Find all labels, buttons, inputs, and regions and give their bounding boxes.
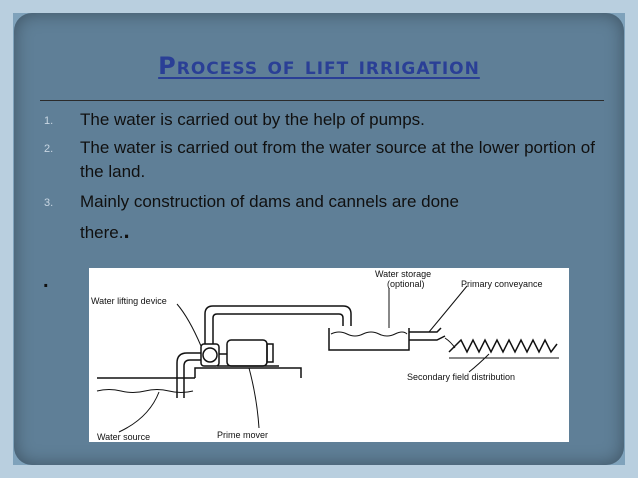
list-text: The water is carried out from the water …	[80, 138, 595, 181]
list-text: The water is carried out by the help of …	[80, 110, 425, 129]
slide-title: Process of lift irrigation	[158, 52, 480, 80]
period-mark: .	[123, 218, 130, 243]
list-number: 2.	[44, 143, 54, 155]
label-optional: (optional)	[387, 279, 425, 289]
list-text-line: Mainly construction of dams and cannels …	[80, 192, 459, 211]
empty-bullet: .	[43, 270, 49, 292]
list-item: 1. The water is carried out by the help …	[44, 108, 604, 132]
label-water-lifting-device: Water lifting device	[91, 296, 167, 306]
list-text: Mainly construction of dams and cannels …	[80, 190, 604, 243]
label-secondary-field-distribution: Secondary field distribution	[407, 372, 516, 382]
lift-irrigation-diagram: Water storage (optional) Primary conveya…	[89, 268, 569, 442]
label-water-source: Water source	[97, 432, 151, 442]
label-primary-conveyance: Primary conveyance	[461, 279, 543, 289]
list-number: 3.	[44, 197, 54, 209]
list-item: 2. The water is carried out from the wat…	[44, 136, 604, 184]
list-number: 1.	[44, 115, 54, 127]
process-list: 1. The water is carried out by the help …	[44, 108, 604, 250]
list-item: 3. Mainly construction of dams and canne…	[44, 190, 604, 250]
diagram-drawing	[96, 285, 559, 433]
list-text-line: there.	[80, 223, 124, 242]
label-prime-mover: Prime mover	[217, 430, 269, 440]
title-divider	[40, 100, 604, 101]
label-water-storage: Water storage	[375, 269, 432, 279]
